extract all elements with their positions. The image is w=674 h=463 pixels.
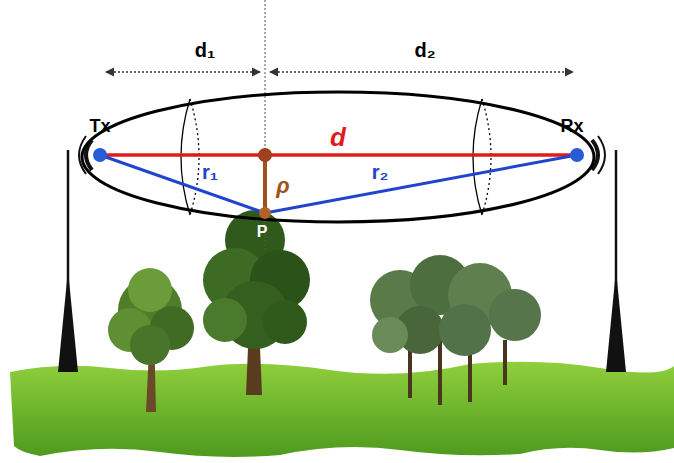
fresnel-ellipsoid bbox=[82, 92, 594, 222]
tree-left bbox=[108, 268, 194, 412]
tree-center bbox=[203, 210, 310, 395]
dimension-d1 bbox=[106, 71, 260, 72]
tree-group-right bbox=[370, 255, 541, 405]
antenna-label: Tx bbox=[89, 117, 110, 135]
radius-label: ρ bbox=[276, 175, 289, 197]
tx-dot bbox=[93, 148, 107, 162]
path-r2 bbox=[265, 155, 577, 213]
path-r1 bbox=[100, 155, 265, 213]
point-label: P bbox=[257, 224, 268, 240]
cross-sections bbox=[181, 99, 491, 215]
antenna-masts bbox=[58, 136, 626, 372]
rx-dot bbox=[570, 148, 584, 162]
direct-path bbox=[100, 153, 577, 157]
radius-rho bbox=[263, 155, 267, 213]
grass-field bbox=[10, 362, 674, 457]
center-dot bbox=[258, 148, 272, 162]
path-label: r₂ bbox=[370, 162, 391, 182]
dimension-label: d₂ bbox=[414, 40, 435, 60]
point-p-dot bbox=[259, 207, 271, 219]
dimension-label: d₁ bbox=[195, 40, 216, 60]
antenna-label: Rx bbox=[560, 117, 583, 135]
path-label: r₁ bbox=[200, 162, 220, 182]
distance-label: d bbox=[328, 124, 348, 150]
dimension-d2 bbox=[270, 71, 573, 72]
